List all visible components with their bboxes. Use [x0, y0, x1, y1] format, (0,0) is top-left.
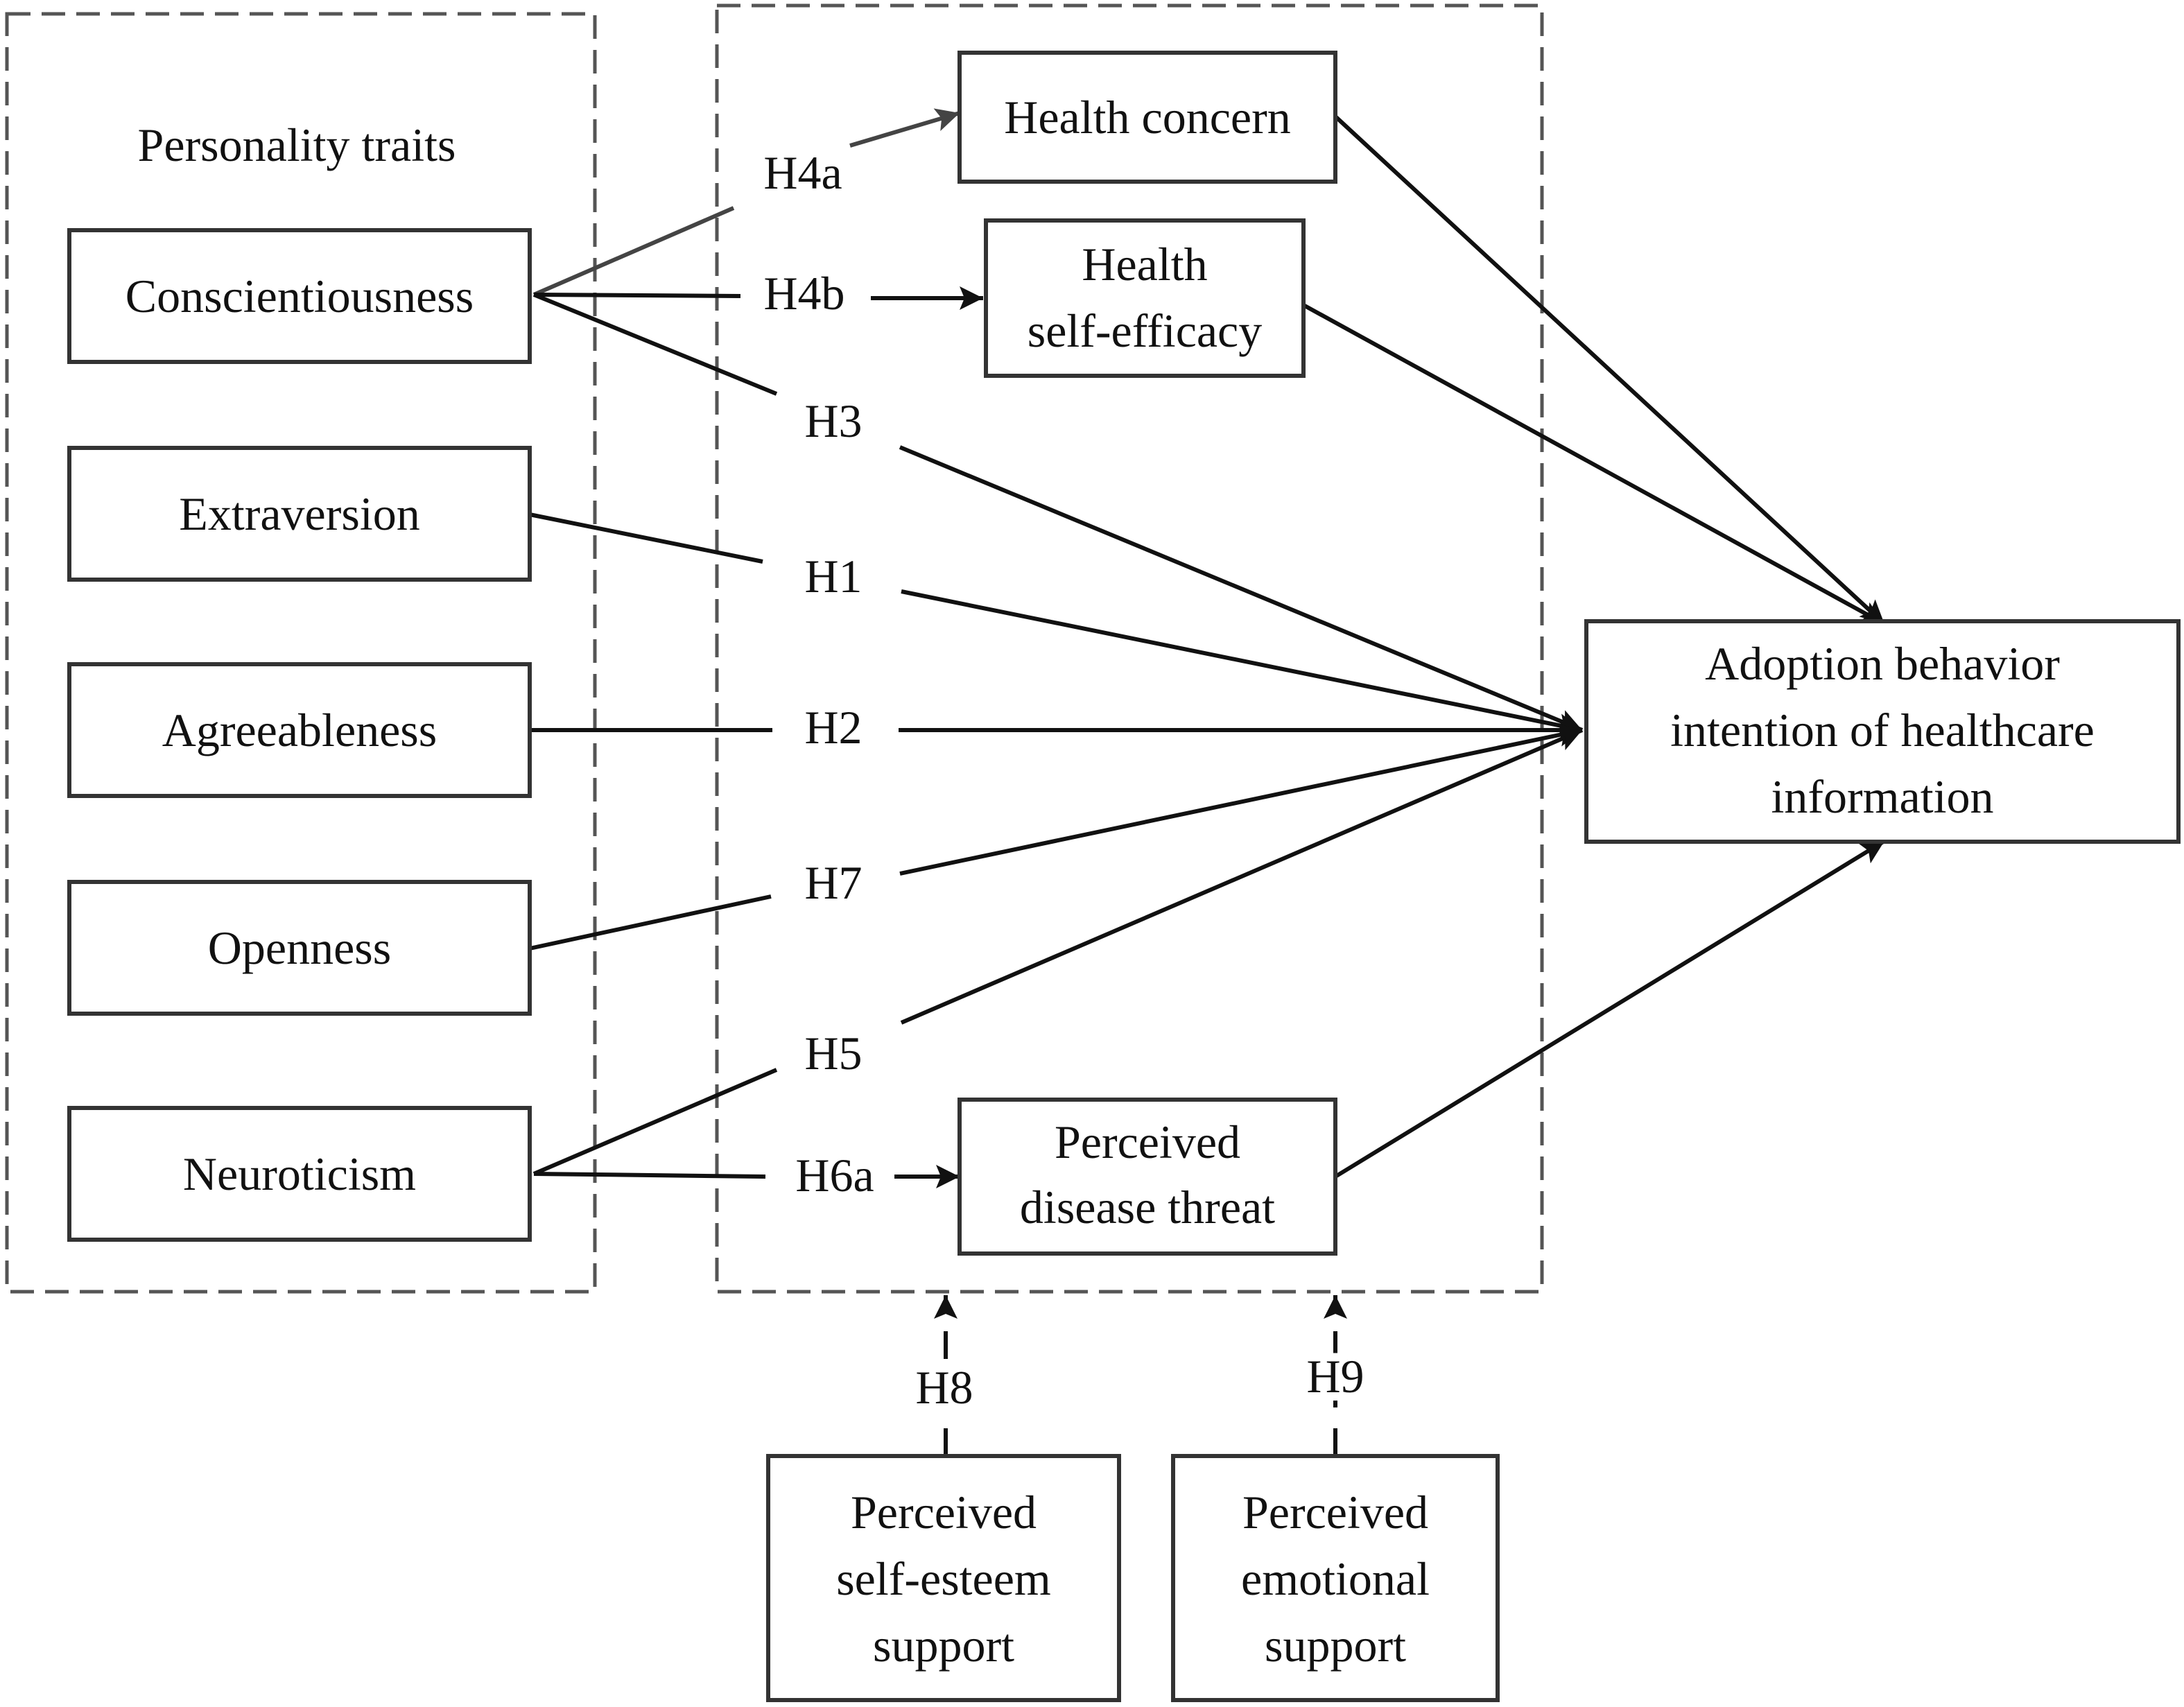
label-h8: H8 [915, 1361, 973, 1414]
node-health-self-efficacy-line2: self-efficacy [1028, 304, 1263, 357]
node-adoption-line3: information [1771, 770, 1993, 823]
personality-traits-group [5, 12, 597, 1294]
node-neuroticism: Neuroticism [67, 1106, 532, 1242]
node-self-esteem-line2: self-esteem [836, 1552, 1051, 1605]
node-openness: Openness [67, 880, 532, 1016]
edge-h5-head [900, 728, 1584, 1025]
label-h7: H7 [804, 856, 862, 909]
edge-health-concern-adoption [1333, 114, 1887, 626]
node-emotional-line3: support [1265, 1619, 1406, 1672]
edge-h4b-tail [533, 293, 741, 298]
mediators-group [715, 3, 1544, 1294]
edge-h1-head [901, 589, 1583, 737]
node-perceived-disease-threat-line2: disease threat [1020, 1181, 1275, 1233]
node-self-esteem-line3: support [873, 1619, 1014, 1672]
edge-h4a-head [849, 108, 960, 148]
edge-h3-head [899, 445, 1584, 732]
label-h9: H9 [1306, 1350, 1364, 1403]
label-h1: H1 [804, 550, 862, 603]
edge-h7-tail [529, 894, 772, 951]
node-agreeableness-label: Agreeableness [162, 704, 437, 756]
node-agreeableness: Agreeableness [67, 662, 532, 798]
hypothesis-labels: H4a H4b H3 H1 H2 H7 H5 H6a H8 H9 [763, 146, 1372, 1422]
edge-h6a-tail [533, 1172, 766, 1179]
node-perceived-emotional-support: Perceived emotional support [1171, 1454, 1500, 1702]
node-adoption-line2: intention of healthcare [1670, 704, 2095, 756]
node-perceived-disease-threat: Perceived disease threat [957, 1098, 1337, 1256]
label-h3: H3 [804, 395, 862, 447]
edge-h1-tail [529, 512, 763, 564]
edge-h3-tail [532, 293, 778, 396]
node-health-concern: Health concern [957, 51, 1337, 184]
node-perceived-disease-threat-line1: Perceived [1055, 1116, 1240, 1168]
node-health-self-efficacy: Health self-efficacy [984, 218, 1306, 378]
node-extraversion-label: Extraversion [179, 487, 419, 540]
label-h5: H5 [804, 1027, 862, 1080]
edge-h4a-tail [532, 206, 735, 297]
node-perceived-self-esteem-support: Perceived self-esteem support [766, 1454, 1121, 1702]
node-extraversion: Extraversion [67, 446, 532, 582]
node-emotional-line2: emotional [1241, 1552, 1430, 1605]
node-emotional-line1: Perceived [1242, 1486, 1428, 1539]
node-health-self-efficacy-line1: Health [1082, 238, 1207, 291]
label-h4b: H4b [763, 267, 844, 320]
node-health-concern-label: Health concern [1004, 91, 1290, 144]
edge-disease-threat-adoption [1334, 839, 1886, 1179]
node-adoption-behavior-intention: Adoption behavior intention of healthcar… [1584, 619, 2181, 844]
node-conscientiousness-label: Conscientiousness [125, 270, 474, 322]
edge-self-efficacy-adoption [1302, 303, 1886, 626]
edge-h7-head [899, 723, 1583, 876]
label-h6a: H6a [795, 1149, 874, 1202]
edge-h5-tail [532, 1068, 778, 1176]
label-h2: H2 [804, 701, 862, 754]
label-h4a: H4a [763, 146, 842, 199]
node-neuroticism-label: Neuroticism [183, 1147, 416, 1200]
node-adoption-line1: Adoption behavior [1705, 637, 2060, 690]
node-openness-label: Openness [208, 921, 391, 974]
node-self-esteem-line1: Perceived [851, 1486, 1037, 1539]
node-conscientiousness: Conscientiousness [67, 228, 532, 364]
connections [529, 108, 1887, 1456]
personality-traits-title: Personality traits [138, 119, 456, 171]
